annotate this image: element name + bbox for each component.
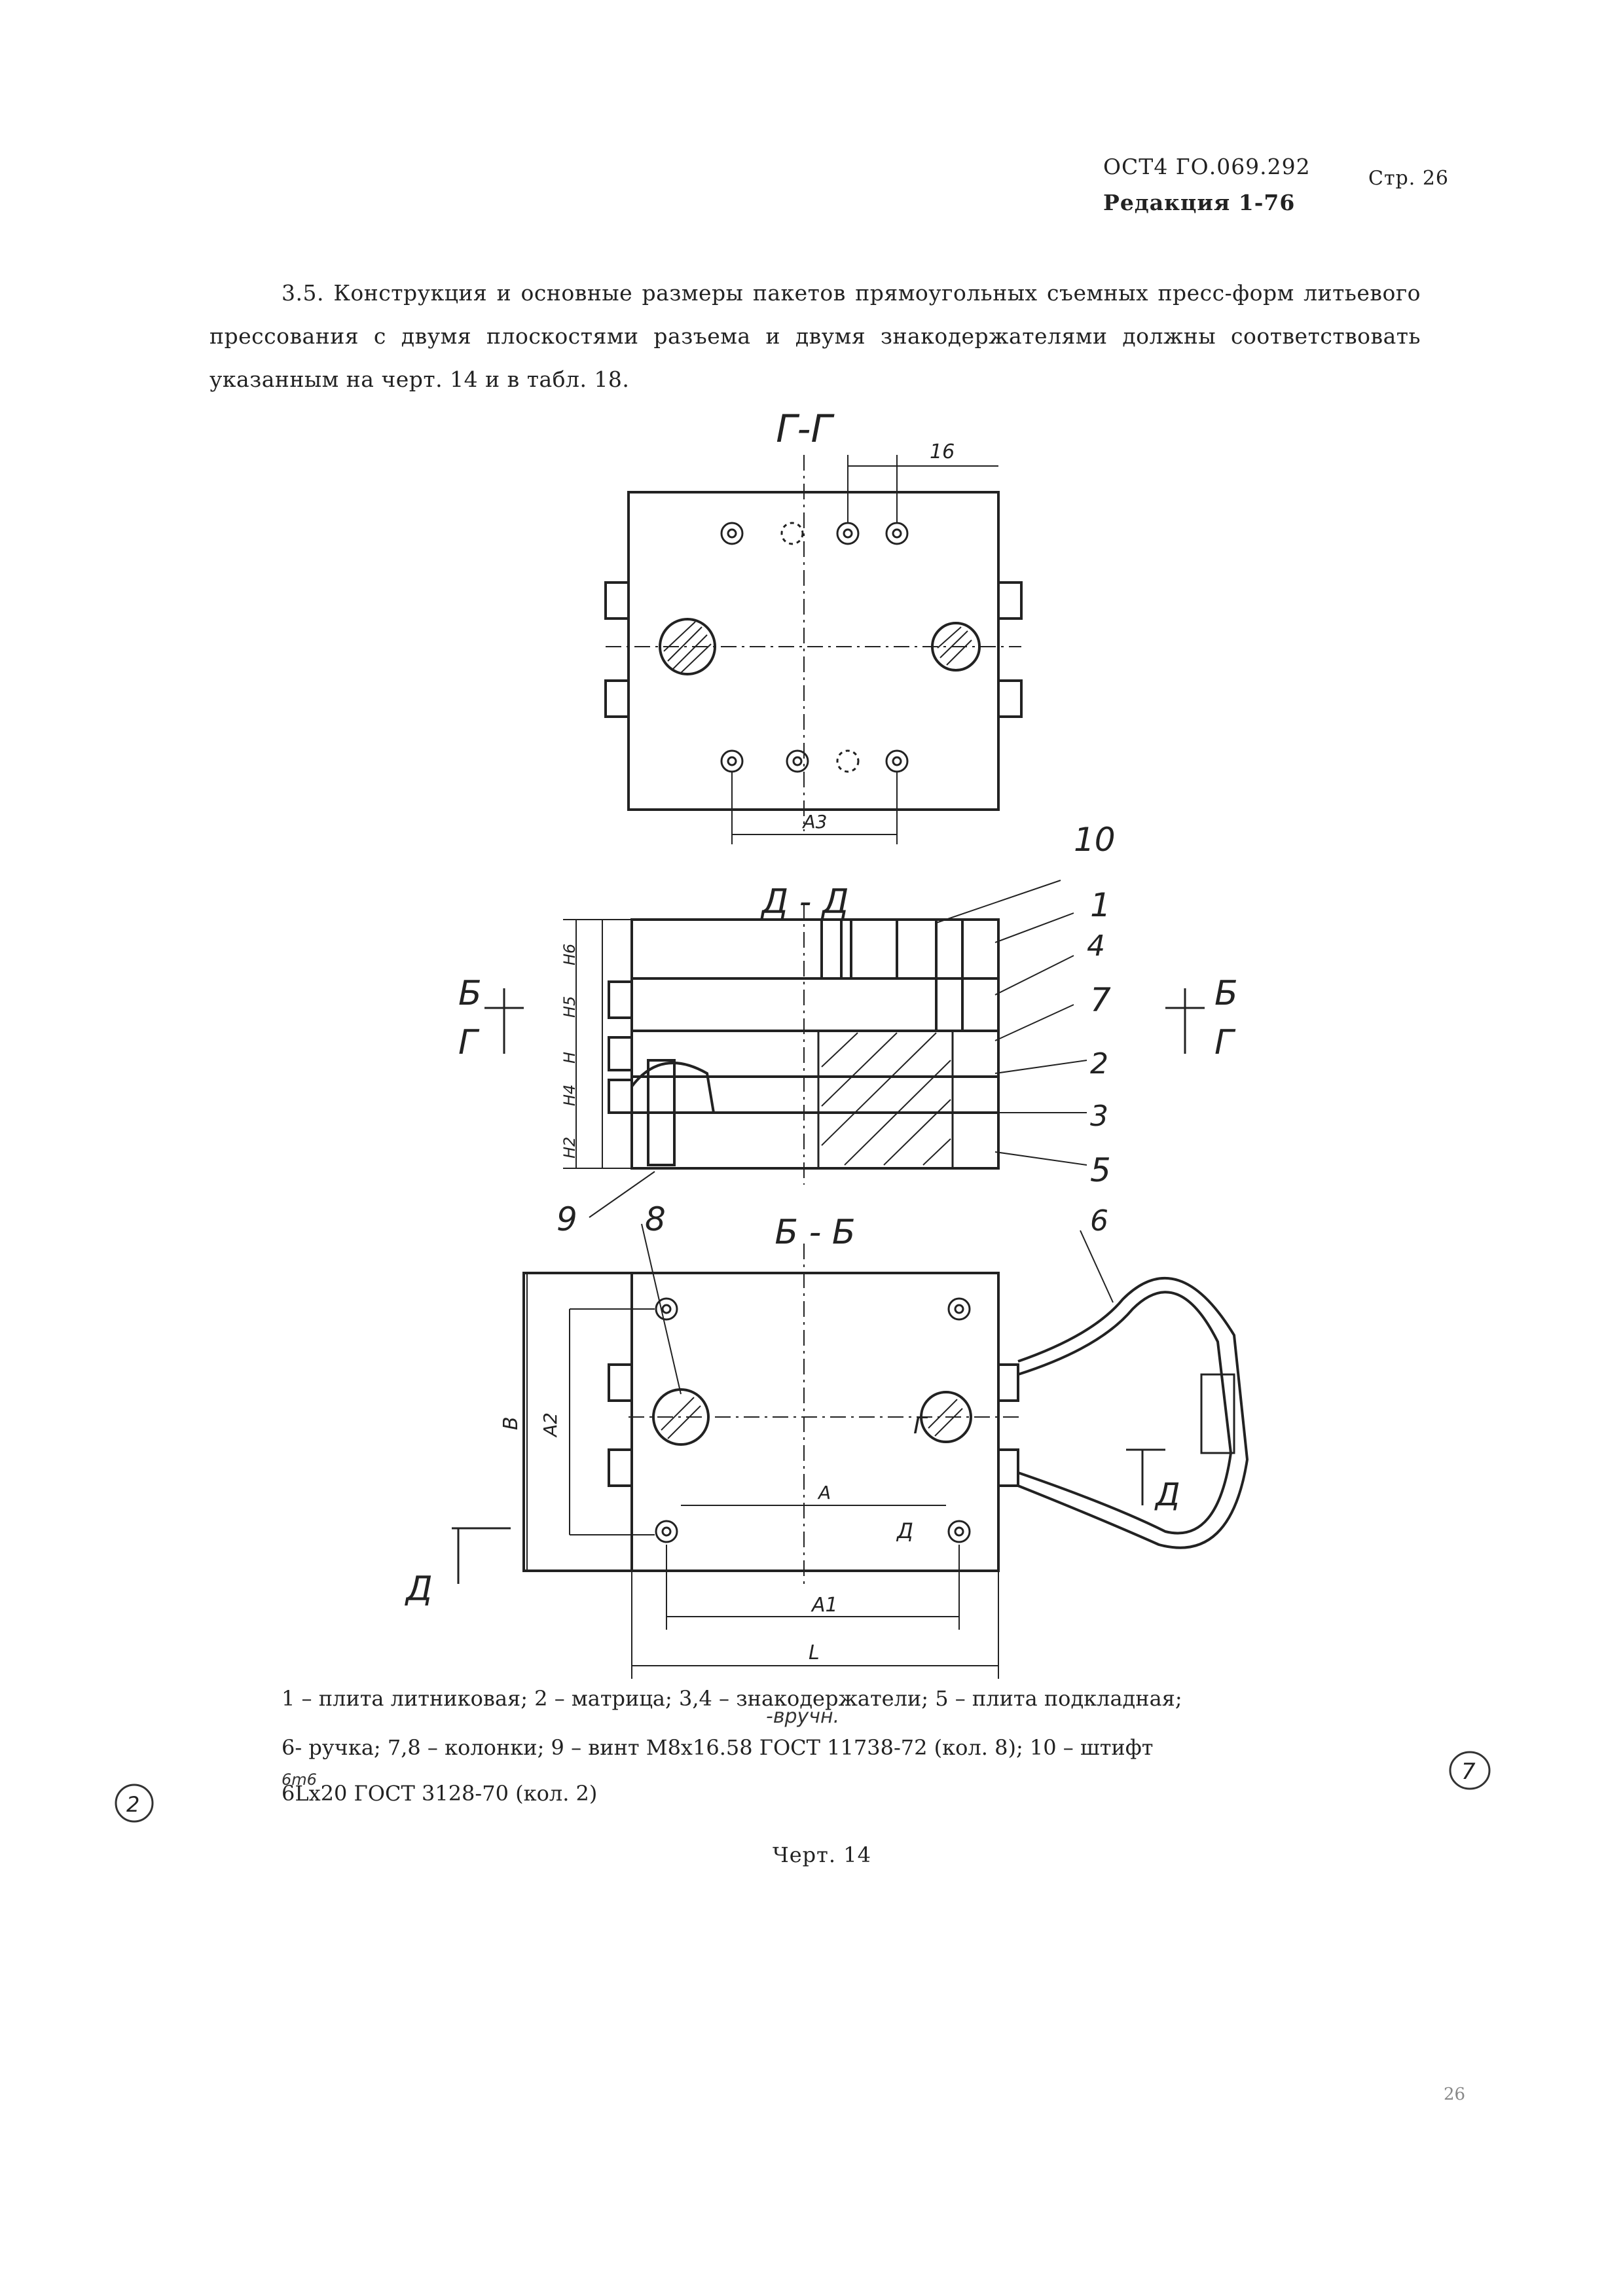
label-section-gg: Г-Г <box>776 406 835 451</box>
dd-outline <box>630 918 1000 1170</box>
label-dim-a3: А3 <box>802 811 828 833</box>
label-dim-h4: Н4 <box>560 1085 579 1106</box>
label-dim-l: L <box>809 1641 820 1664</box>
legend-line-1: 1 – плита литниковая; 2 – матрица; 3,4 –… <box>282 1686 1182 1711</box>
label-cut-g-right: Г <box>1214 1023 1236 1062</box>
gg-pillar-left <box>659 618 716 675</box>
label-cut-d-left: Д <box>405 1570 433 1609</box>
view-bb <box>452 1223 1249 1679</box>
view-dd <box>484 880 1205 1218</box>
label-dim-a2: А2 <box>539 1412 561 1438</box>
label-cut-d-small: Д <box>896 1518 913 1543</box>
paragraph-text: 3.5. Конструкция и основные размеры паке… <box>210 280 1421 392</box>
handle-outline <box>1017 1291 1233 1535</box>
label-cut-g-left: Г <box>458 1023 480 1062</box>
label-dim-h2: Н2 <box>560 1137 579 1158</box>
legend-line-3: 6Lx20 ГОСТ 3128-70 (кол. 2) <box>282 1781 598 1806</box>
legend-line-2: 6- ручка; 7,8 – колонки; 9 – винт М8x16.… <box>282 1735 1154 1760</box>
callout-6: 6 <box>1090 1204 1108 1238</box>
callout-7: 7 <box>1090 981 1111 1019</box>
label-dim-h: Н <box>560 1052 579 1064</box>
label-dim-h5: Н5 <box>560 996 579 1018</box>
view-gg <box>604 455 1023 844</box>
circled-mark-right-text: 7 <box>1461 1759 1476 1785</box>
circled-mark-left <box>115 1784 154 1823</box>
callout-4: 4 <box>1087 929 1105 963</box>
circled-mark-right <box>1449 1751 1491 1790</box>
label-dim-h6: Н6 <box>560 944 579 965</box>
label-cut-d-right: Д <box>1154 1477 1180 1513</box>
figure-caption: Черт. 14 <box>773 1842 871 1867</box>
edition-label: Редакция 1-76 <box>1103 190 1296 215</box>
callout-8: 8 <box>645 1200 666 1238</box>
label-cut-b-left: Б <box>458 974 482 1013</box>
document-code: ОСТ4 ГО.069.292 <box>1103 154 1311 179</box>
handwritten-note-above: -вручн. <box>766 1705 840 1728</box>
label-cut-g-bb: Г <box>913 1412 928 1439</box>
label-dim-16: 16 <box>930 440 955 463</box>
bb-outline <box>522 1272 1000 1572</box>
label-section-bb: Б - Б <box>775 1213 855 1252</box>
callout-9: 9 <box>556 1200 577 1238</box>
label-dim-a1: А1 <box>811 1594 838 1617</box>
callout-5: 5 <box>1090 1151 1111 1189</box>
label-dim-a: А <box>817 1482 831 1503</box>
label-section-dd: Д - Д <box>760 882 848 922</box>
label-cut-b-right: Б <box>1214 974 1238 1013</box>
handwritten-note-6m6: 6m6 <box>282 1770 317 1789</box>
page-number: Стр. 26 <box>1368 167 1450 190</box>
label-dim-b: В <box>500 1416 522 1430</box>
callout-2: 2 <box>1090 1047 1108 1081</box>
corner-page-mark: 26 <box>1444 2085 1466 2104</box>
callout-3: 3 <box>1090 1100 1108 1133</box>
gg-plate-outline <box>627 491 1000 811</box>
circled-mark-left-text: 2 <box>126 1792 139 1817</box>
section-paragraph: 3.5. Конструкция и основные размеры паке… <box>210 272 1421 401</box>
callout-1: 1 <box>1090 886 1111 924</box>
gg-pillar-right <box>931 622 981 672</box>
callout-10: 10 <box>1074 821 1116 859</box>
